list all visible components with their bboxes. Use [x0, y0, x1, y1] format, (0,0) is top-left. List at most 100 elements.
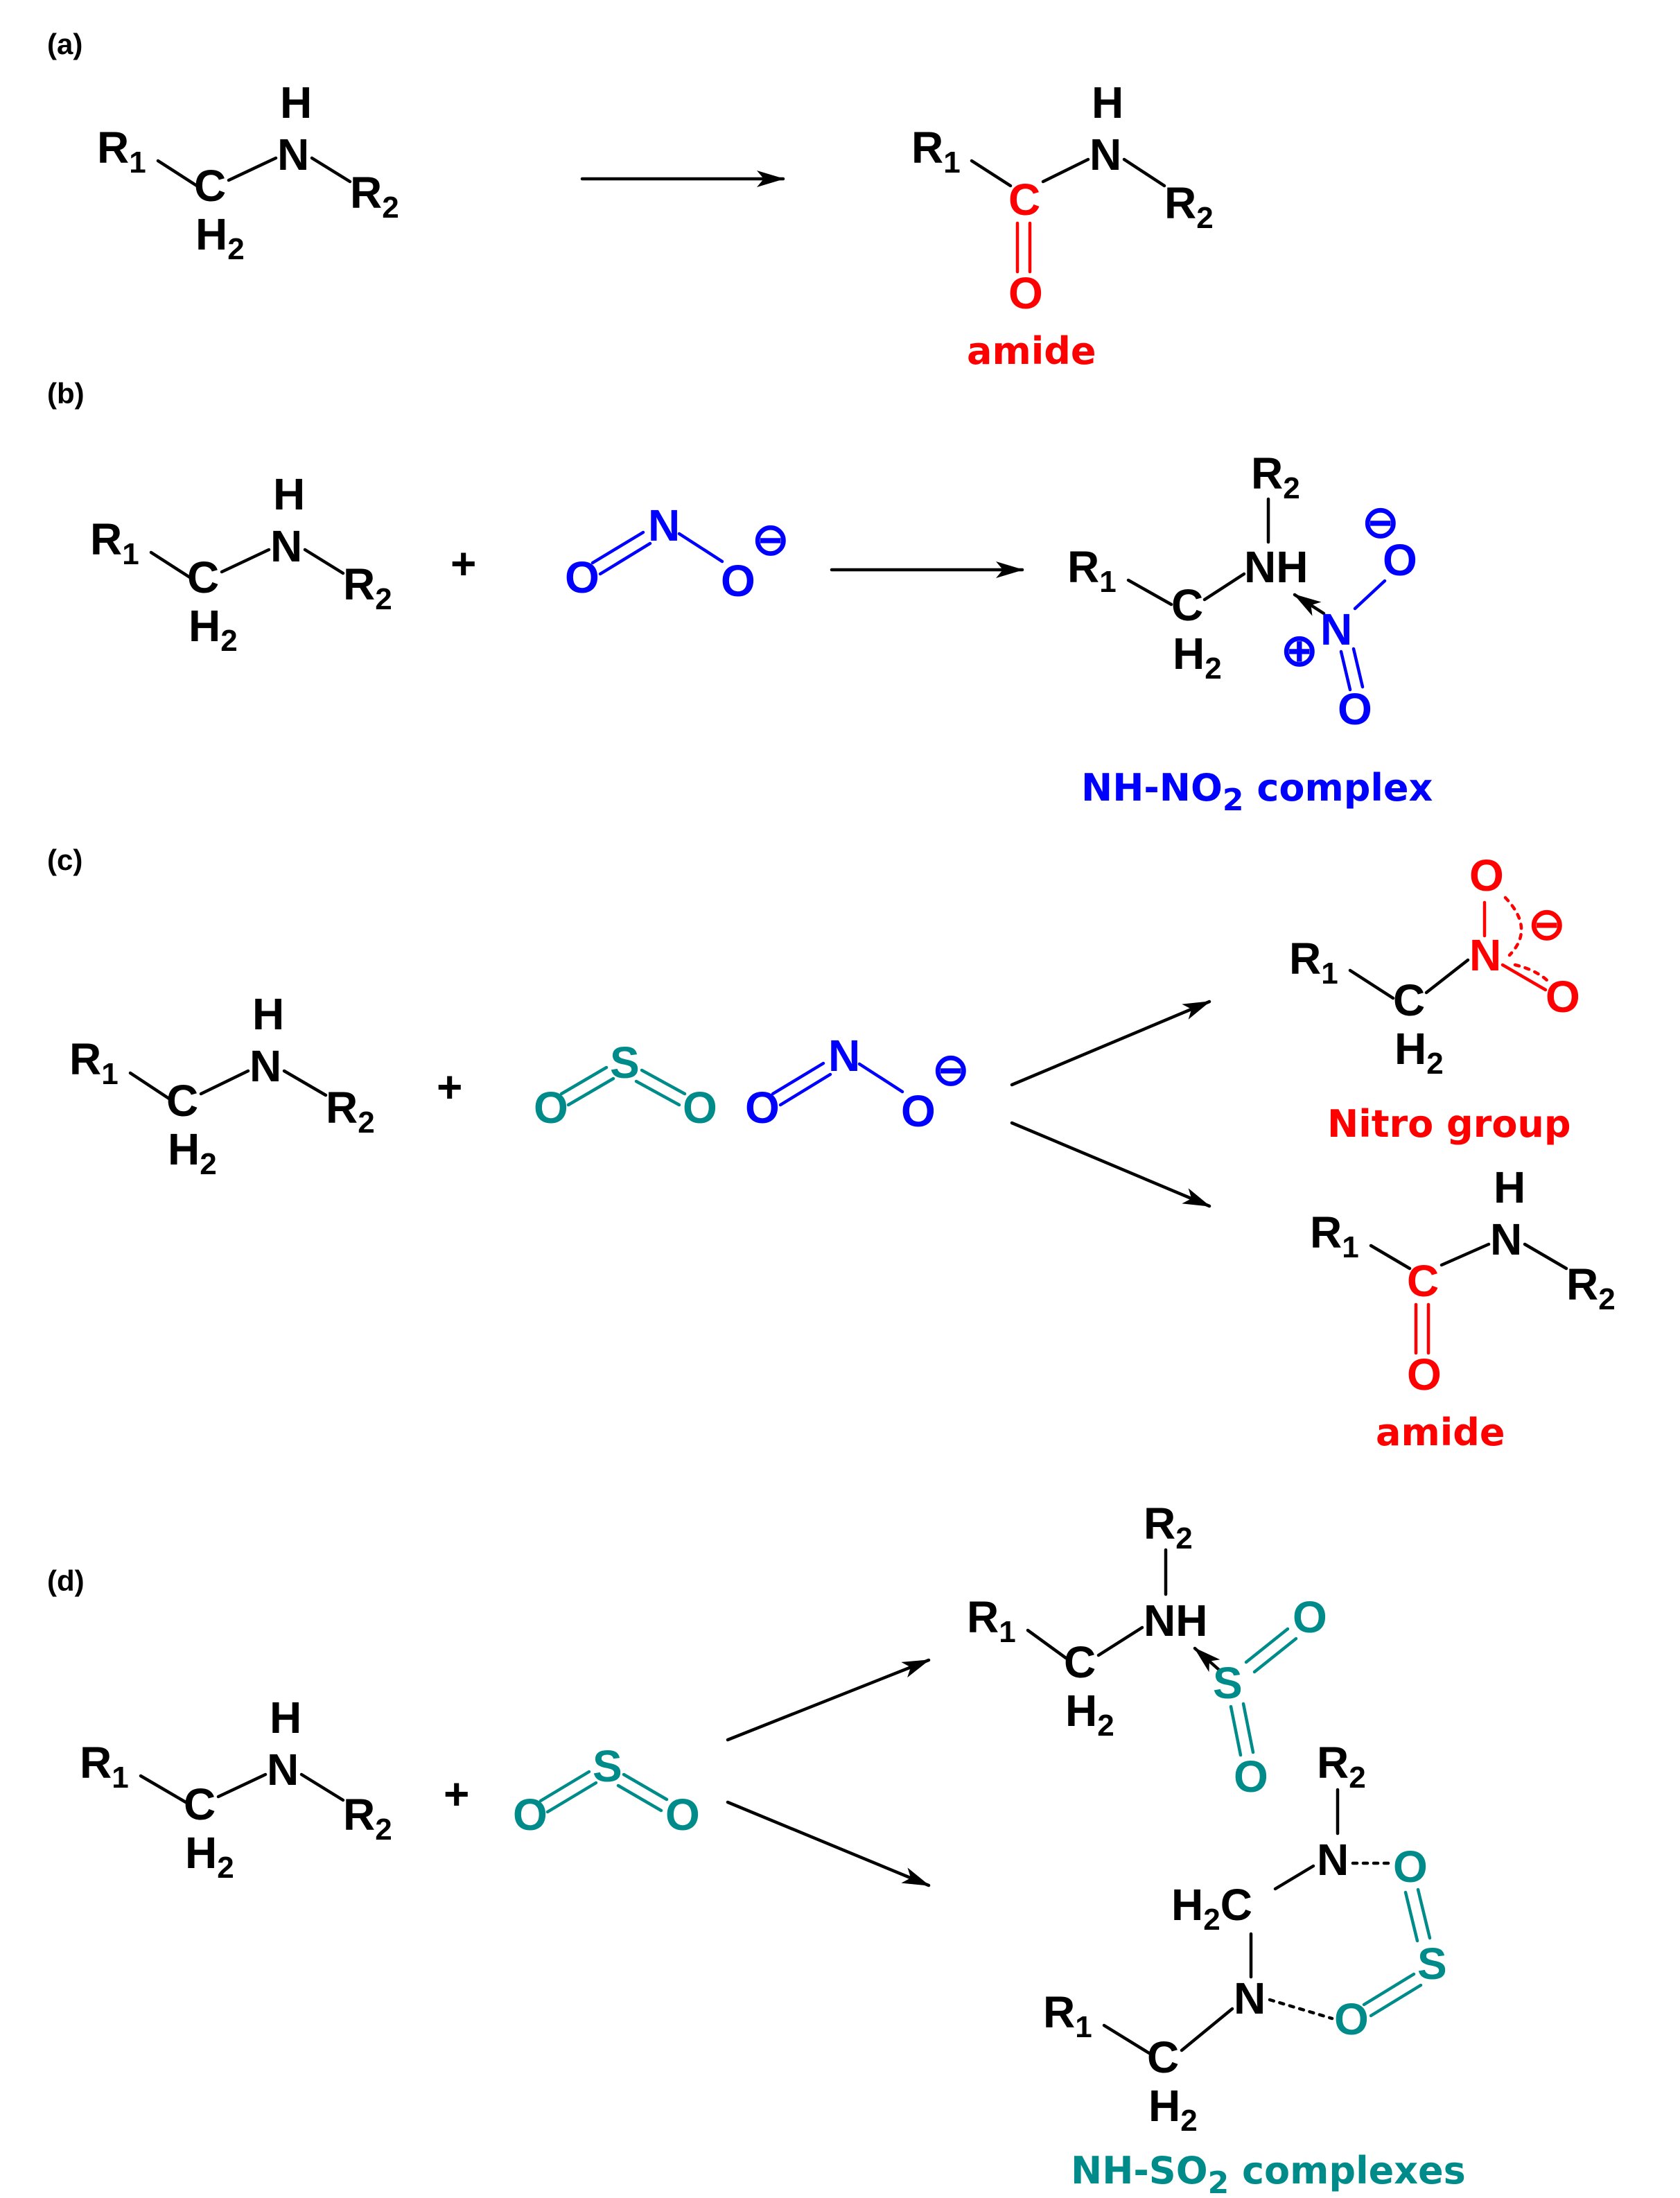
product-nitro-group: R1 C H2 N O O ⊖ Nitro group — [1289, 851, 1580, 1146]
caption-nh-no2-complex: NH-NO2 complex — [1081, 766, 1433, 818]
caption-nh-so2-complexes: NH-SO2 complexes — [1071, 2149, 1466, 2198]
h-atom: H — [1494, 1162, 1525, 1212]
o-atom: O — [1334, 1994, 1369, 2044]
r1-label: R1 — [967, 1592, 1016, 1649]
o-atom: O — [513, 1790, 548, 1840]
c-atom: C — [1064, 1637, 1096, 1687]
r2-label: R2 — [1317, 1738, 1366, 1795]
minus-charge: ⊖ — [1362, 497, 1399, 547]
h-atom: H — [1092, 78, 1123, 128]
so2-molecule-c: O S O — [534, 1038, 717, 1133]
r2-label: R2 — [350, 168, 399, 225]
n-atom: N — [267, 1745, 299, 1795]
caption-amide-a: amide — [967, 329, 1096, 373]
product-amide-a: R1 C H N R2 O amide — [911, 78, 1214, 373]
h2c-group: H2C — [1171, 1880, 1252, 1937]
nh-group: NH — [1144, 1596, 1207, 1646]
panel-c: (c) R1 C H2 H N R2 + O S O O N O ⊖ — [47, 844, 1616, 1454]
reactant-amine-b: R1 C H2 H N R2 — [90, 469, 392, 658]
minus-charge: ⊖ — [752, 514, 789, 564]
o-atom: O — [901, 1086, 936, 1136]
c-atom: C — [187, 552, 219, 602]
r1-label: R1 — [80, 1738, 129, 1795]
n-atom-lower: N — [1234, 1973, 1266, 2023]
panel-label-a: (a) — [47, 28, 82, 60]
h2-label: H2 — [168, 1124, 217, 1181]
nh-group: NH — [1244, 542, 1308, 592]
r1-label: R1 — [1067, 542, 1117, 599]
r1-label: R1 — [1310, 1207, 1359, 1264]
s-atom: S — [1213, 1658, 1243, 1708]
panel-d: (d) R1 C H2 H N R2 + O S O R1 C — [47, 1499, 1466, 2198]
o-atom: O — [1293, 1592, 1327, 1642]
h2-label: H2 — [1394, 1024, 1444, 1081]
plus-charge: ⊕ — [1281, 625, 1318, 675]
n-atom: N — [270, 521, 302, 571]
h2-label: H2 — [1173, 629, 1222, 686]
minus-charge: ⊖ — [932, 1045, 970, 1094]
r2-label: R2 — [1164, 178, 1214, 235]
r2-label: R2 — [1144, 1499, 1193, 1555]
reaction-arrow-c-upper — [1010, 1000, 1211, 1087]
reaction-arrow-c-lower — [1010, 1121, 1211, 1208]
s-atom: S — [1417, 1939, 1447, 1989]
h2-label: H2 — [195, 209, 245, 266]
r2-label: R2 — [343, 559, 392, 616]
c-atom: C — [184, 1779, 216, 1829]
r1-label: R1 — [1289, 934, 1338, 991]
r1-label: R1 — [1043, 1987, 1092, 2044]
s-atom: S — [610, 1038, 640, 1088]
h-atom: H — [280, 78, 312, 128]
h-atom: H — [270, 1693, 301, 1743]
n-atom: N — [1469, 930, 1501, 980]
panel-label-d: (d) — [47, 1564, 85, 1597]
carbonyl-o-atom: O — [1407, 1350, 1442, 1399]
n-atom: N — [648, 500, 680, 550]
n-atom: N — [1090, 130, 1121, 180]
plus-sign-d: + — [444, 1769, 469, 1819]
o-atom: O — [534, 1083, 568, 1133]
r1-label: R1 — [97, 123, 146, 180]
r1-label: R1 — [69, 1034, 119, 1091]
r2-label: R2 — [343, 1790, 392, 1847]
r2-label: R2 — [1251, 448, 1300, 505]
n-atom-upper: N — [1317, 1835, 1349, 1885]
h2-label: H2 — [185, 1828, 234, 1885]
c-atom: C — [1393, 975, 1425, 1025]
product-nh-no2-complex: R1 C H2 NH R2 N ⊕ O ⊖ O NH-NO2 complex — [1067, 448, 1433, 818]
n-atom: N — [277, 130, 309, 180]
n-atom: N — [1490, 1214, 1522, 1264]
c-atom: C — [166, 1076, 198, 1126]
plus-sign-c: + — [437, 1062, 462, 1112]
r2-label: R2 — [1566, 1259, 1616, 1316]
r1-label: R1 — [90, 514, 139, 571]
o-atom: O — [565, 552, 600, 602]
o-atom: O — [665, 1790, 700, 1840]
c-atom: C — [1171, 580, 1203, 630]
so2-molecule-d: O S O — [513, 1741, 700, 1840]
h-atom: H — [273, 469, 305, 519]
reactant-amine-c: R1 C H2 H N R2 — [69, 989, 375, 1181]
panel-label-c: (c) — [47, 844, 82, 876]
o-atom: O — [721, 556, 755, 606]
c-atom: C — [194, 161, 226, 211]
minus-charge: ⊖ — [1528, 899, 1566, 949]
n-atom: N — [828, 1031, 860, 1081]
reactant-amine-d: R1 C H2 H N R2 — [80, 1693, 392, 1885]
h-atom: H — [252, 989, 284, 1039]
caption-amide-c: amide — [1376, 1411, 1505, 1454]
h2-label: H2 — [1065, 1686, 1114, 1743]
o-atom: O — [1469, 851, 1504, 900]
n-atom: N — [250, 1041, 281, 1091]
reaction-arrow-d-lower — [726, 1800, 931, 1887]
reactant-amine-a: R1 C H2 H N R2 — [97, 78, 399, 266]
o-atom: O — [1338, 684, 1372, 734]
r2-label: R2 — [326, 1083, 375, 1140]
n-atom: N — [1320, 604, 1352, 654]
product-nh-so2-complex-upper: R1 C H2 NH R2 S O O — [967, 1499, 1327, 1802]
panel-label-b: (b) — [47, 377, 85, 410]
o-atom: O — [1546, 972, 1580, 1022]
caption-nitro-group: Nitro group — [1327, 1102, 1571, 1146]
h2-label: H2 — [1148, 2081, 1198, 2138]
